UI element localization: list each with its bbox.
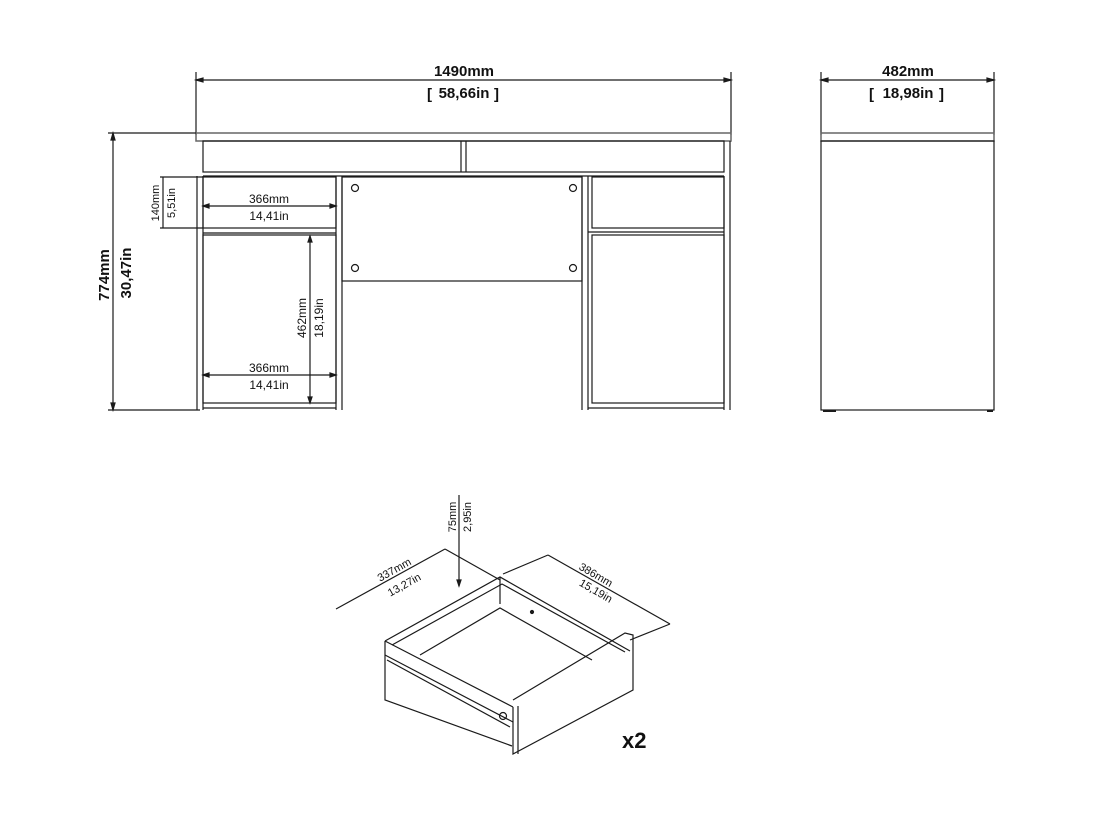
- bracket-right: ]: [939, 86, 944, 103]
- height-mm-label: 774mm: [96, 249, 113, 301]
- depth-mm-label: 482mm: [882, 63, 934, 80]
- drawer-width-in-label: 14,41in: [249, 209, 288, 223]
- height-in-label: 30,47in: [118, 248, 135, 299]
- cabinet-width-mm-label: 366mm: [249, 361, 289, 375]
- drawer-depth-height-in-label: 2,95in: [462, 502, 474, 532]
- bracket-left: [: [869, 86, 874, 103]
- depth-in-label: 18,98in: [883, 85, 934, 102]
- drawer-depth-height-mm-label: 75mm: [447, 502, 459, 533]
- drawer-height-in-label: 5,51in: [166, 188, 178, 218]
- width-in-label: 58,66in: [439, 85, 490, 102]
- width-mm-label: 1490mm: [434, 63, 494, 80]
- side-view: [818, 72, 997, 412]
- cabinet-height-mm-label: 462mm: [295, 298, 309, 338]
- drawer-width-mm-label: 366mm: [249, 192, 289, 206]
- cabinet-width-in-label: 14,41in: [249, 378, 288, 392]
- drawer-height-mm-label: 140mm: [150, 185, 162, 222]
- drawer-quantity-label: x2: [622, 728, 646, 753]
- front-view: [108, 72, 734, 413]
- bracket-right: ]: [494, 86, 499, 103]
- cabinet-height-in-label: 18,19in: [312, 298, 326, 337]
- bracket-left: [: [427, 86, 432, 103]
- drawer-isometric: [335, 495, 671, 755]
